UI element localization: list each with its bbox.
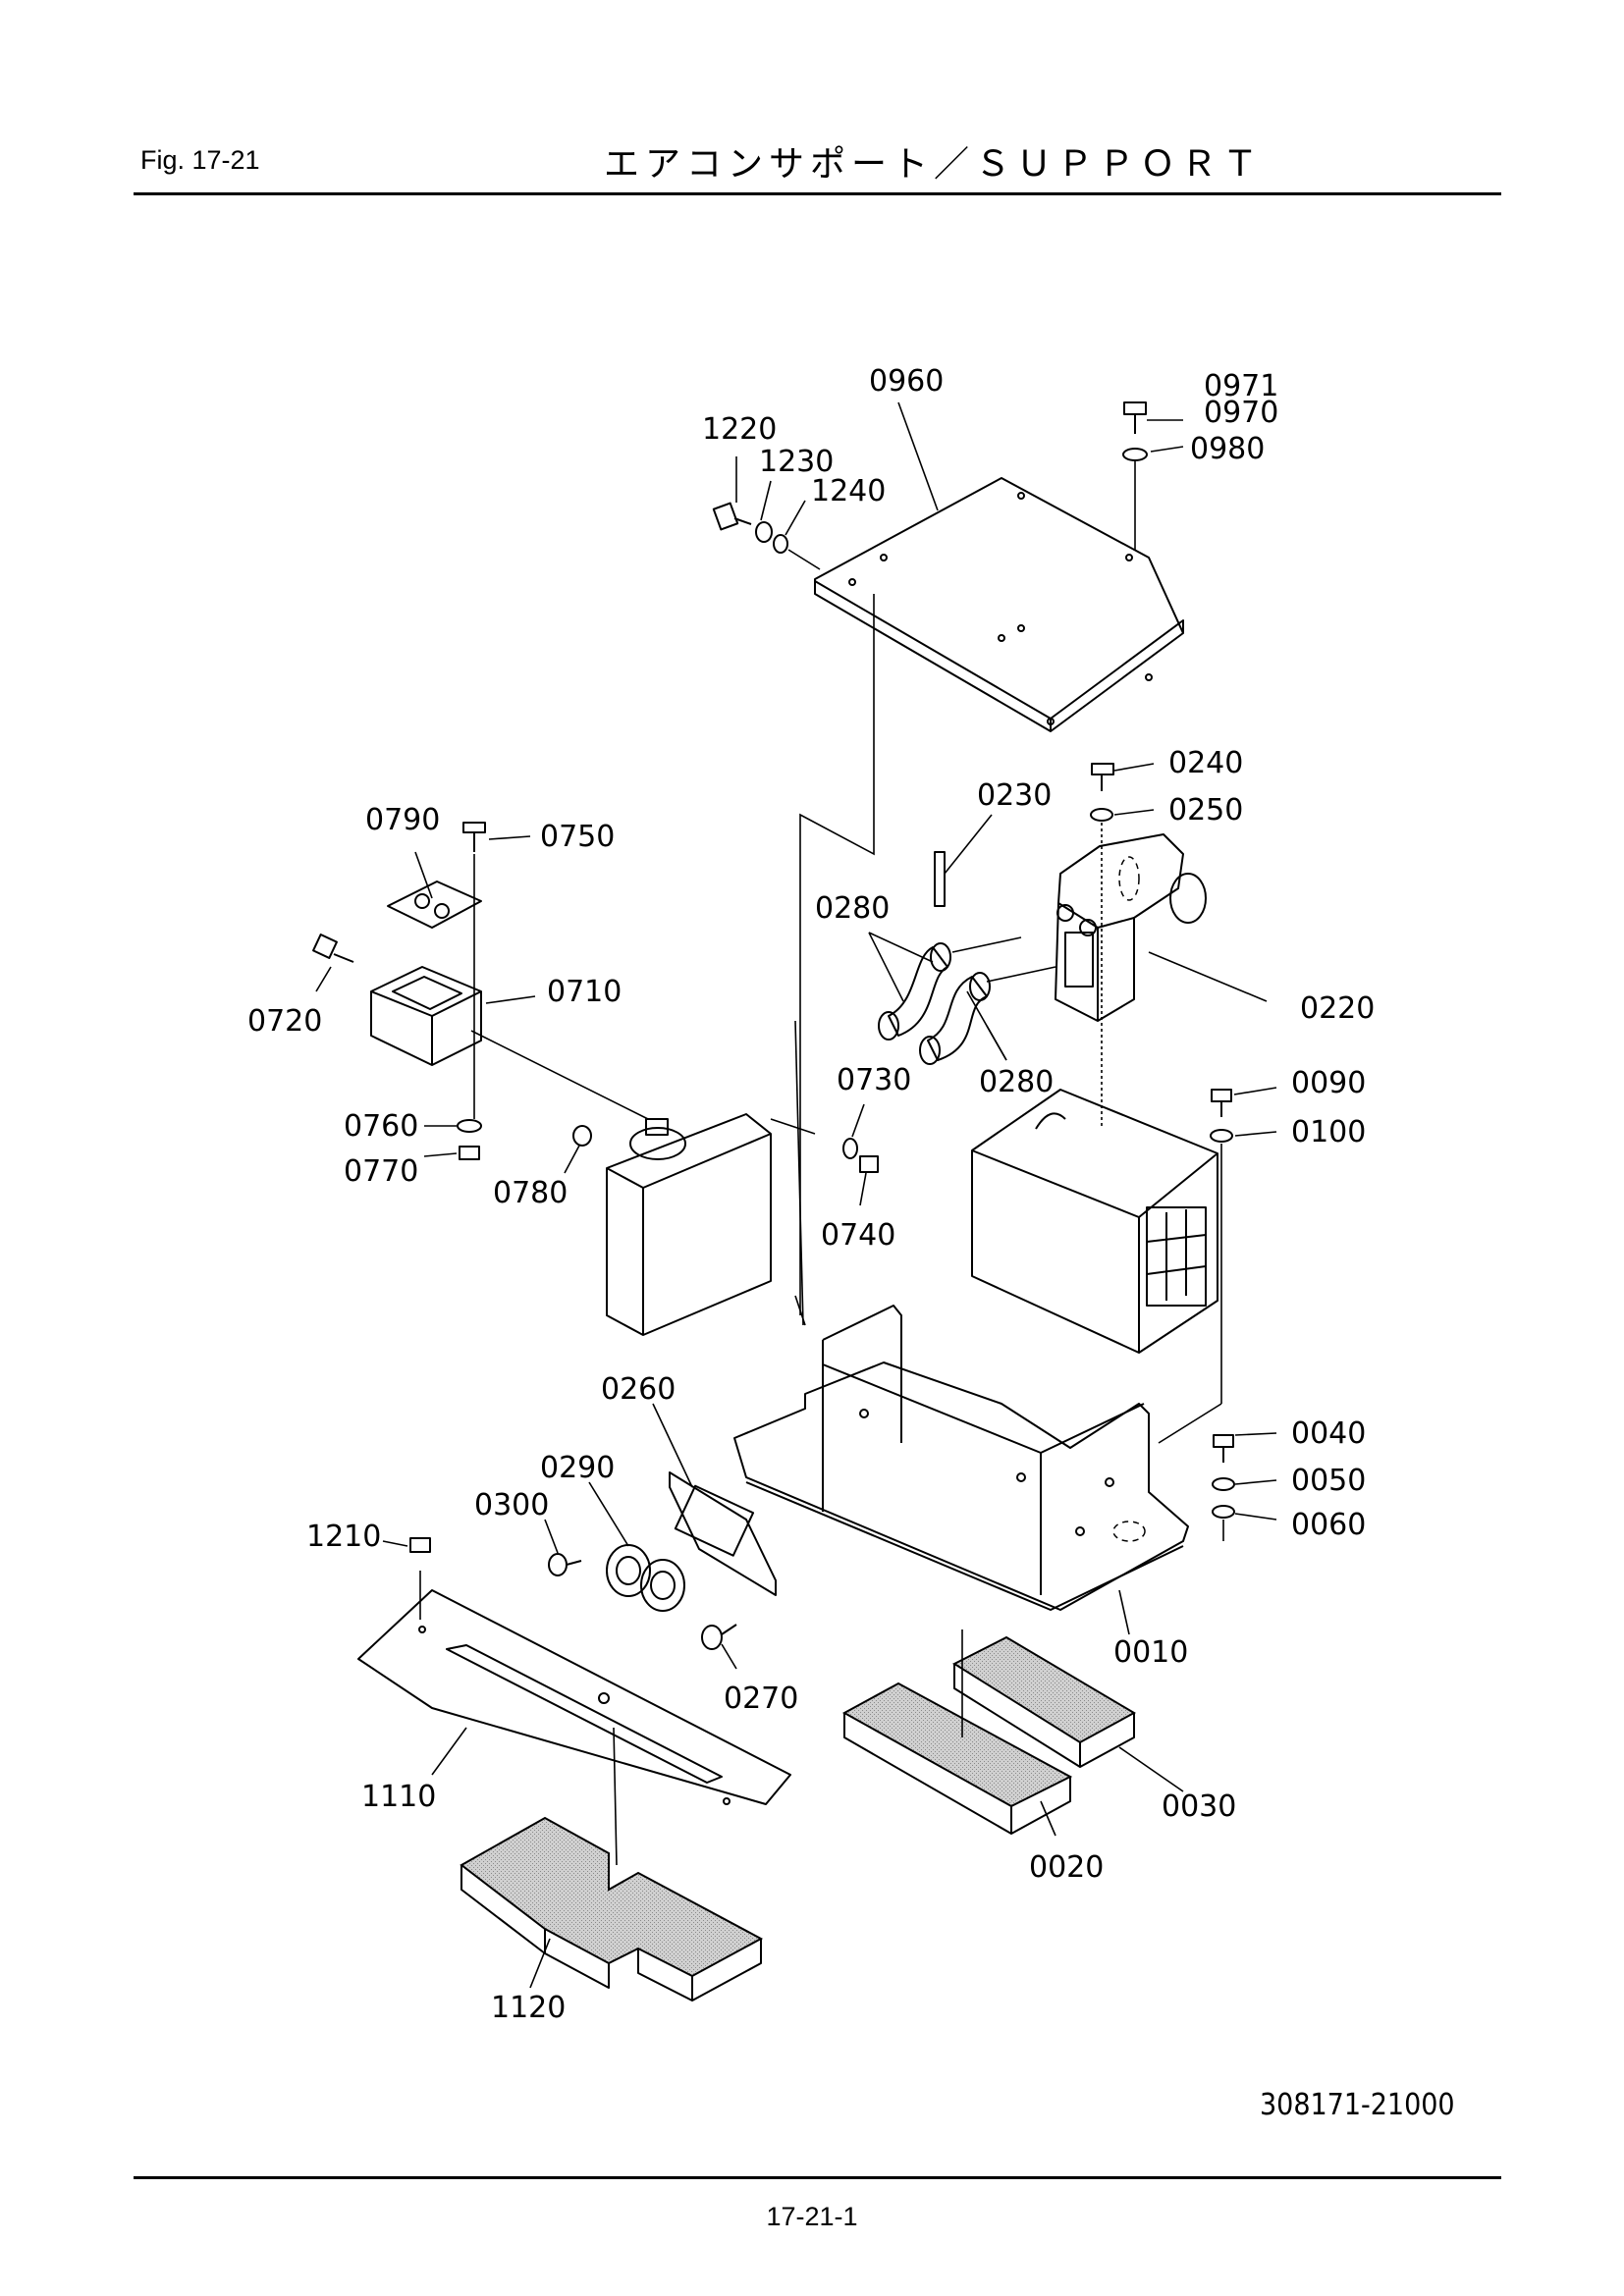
- callout-0050: 0050: [1291, 1464, 1366, 1498]
- callout-0980: 0980: [1190, 432, 1265, 466]
- callout-0960: 0960: [869, 364, 944, 399]
- callout-0300: 0300: [474, 1488, 549, 1522]
- callout-0030: 0030: [1162, 1789, 1236, 1824]
- callout-1210: 1210: [306, 1520, 381, 1554]
- bolt-0040-group: [1212, 1434, 1235, 1541]
- washer-0730: [842, 1138, 858, 1159]
- callout-0220: 0220: [1300, 991, 1375, 1026]
- callout-0760: 0760: [344, 1109, 418, 1144]
- figure-number: Fig. 17-21: [140, 145, 260, 175]
- centerline-heater: [1158, 1403, 1222, 1444]
- screw-1210: [409, 1537, 431, 1620]
- header-rule: [134, 192, 1501, 195]
- bolt-0970-group: [1122, 401, 1148, 550]
- callout-0240: 0240: [1168, 746, 1243, 780]
- callout-0100: 0100: [1291, 1115, 1366, 1149]
- footer-rule: [134, 2176, 1501, 2179]
- callout-0060: 0060: [1291, 1508, 1366, 1542]
- floor-plate-1110: [357, 1589, 791, 1866]
- leader-lines: [315, 401, 1277, 1989]
- callout-0790: 0790: [365, 803, 440, 837]
- callout-0740: 0740: [821, 1218, 895, 1253]
- bolt-0240-group: [1090, 763, 1114, 1129]
- screw-0750: [462, 822, 486, 1119]
- controller-unit: [606, 1113, 772, 1336]
- callout-1120: 1120: [491, 1991, 566, 2025]
- foam-block-1120: [460, 1816, 764, 2002]
- bolt-1220-group: [712, 502, 821, 570]
- nut-0780: [572, 1125, 592, 1147]
- louver-0290: [606, 1544, 685, 1612]
- callout-0250: 0250: [1168, 793, 1243, 828]
- hoses: [878, 936, 1056, 1065]
- callout-1110: 1110: [361, 1780, 436, 1814]
- nut-0760-0770: [457, 1119, 482, 1160]
- callout-0280-lower: 0280: [979, 1065, 1054, 1099]
- callout-0780: 0780: [493, 1176, 568, 1210]
- drawing-number: 308171-21000: [1260, 2088, 1455, 2122]
- callout-labels: 0960 0971 0970 0980 1220 1230 1240 0240 …: [247, 364, 1375, 2025]
- foam-block-0020: [841, 1629, 1073, 1835]
- callout-0710: 0710: [547, 975, 622, 1009]
- bolt-0090-group: [1210, 1089, 1233, 1404]
- seal-strip: [934, 851, 946, 907]
- callout-0280-upper: 0280: [815, 891, 890, 926]
- bolt-0720: [312, 934, 354, 963]
- panel-0790: [387, 881, 482, 929]
- callout-0970: 0970: [1204, 396, 1278, 430]
- callout-1240: 1240: [811, 474, 886, 508]
- nut-0740: [859, 1155, 879, 1173]
- callout-0270: 0270: [724, 1682, 798, 1716]
- box-0710: [370, 966, 482, 1066]
- callout-1230: 1230: [759, 445, 834, 479]
- foam-block-0030: [951, 1635, 1137, 1768]
- callout-0230: 0230: [977, 778, 1052, 813]
- callout-0040: 0040: [1291, 1416, 1366, 1451]
- callout-0750: 0750: [540, 820, 615, 854]
- top-cover-plate: [814, 477, 1184, 732]
- callout-0260: 0260: [601, 1372, 676, 1407]
- callout-0720: 0720: [247, 1004, 322, 1039]
- callout-0730: 0730: [837, 1063, 911, 1097]
- callout-0010: 0010: [1113, 1635, 1188, 1670]
- centerline-cover: [799, 594, 875, 1315]
- page-number: 17-21-1: [766, 2202, 858, 2231]
- page-title: エアコンサポート／ＳＵＰＰＯＲＴ: [604, 144, 1265, 185]
- callout-0020: 0020: [1029, 1850, 1104, 1885]
- gasket-0260: [669, 1471, 777, 1596]
- main-frame: [733, 1020, 1189, 1611]
- callout-0770: 0770: [344, 1154, 418, 1189]
- callout-0090: 0090: [1291, 1066, 1366, 1100]
- duct-box: [1055, 833, 1207, 1022]
- heater-unit: [971, 1089, 1218, 1354]
- callout-1220: 1220: [702, 412, 777, 447]
- screw-0270: [701, 1624, 737, 1650]
- callout-0290: 0290: [540, 1451, 615, 1485]
- callout-0971: 0971: [1204, 369, 1278, 403]
- screw-0300: [548, 1553, 582, 1576]
